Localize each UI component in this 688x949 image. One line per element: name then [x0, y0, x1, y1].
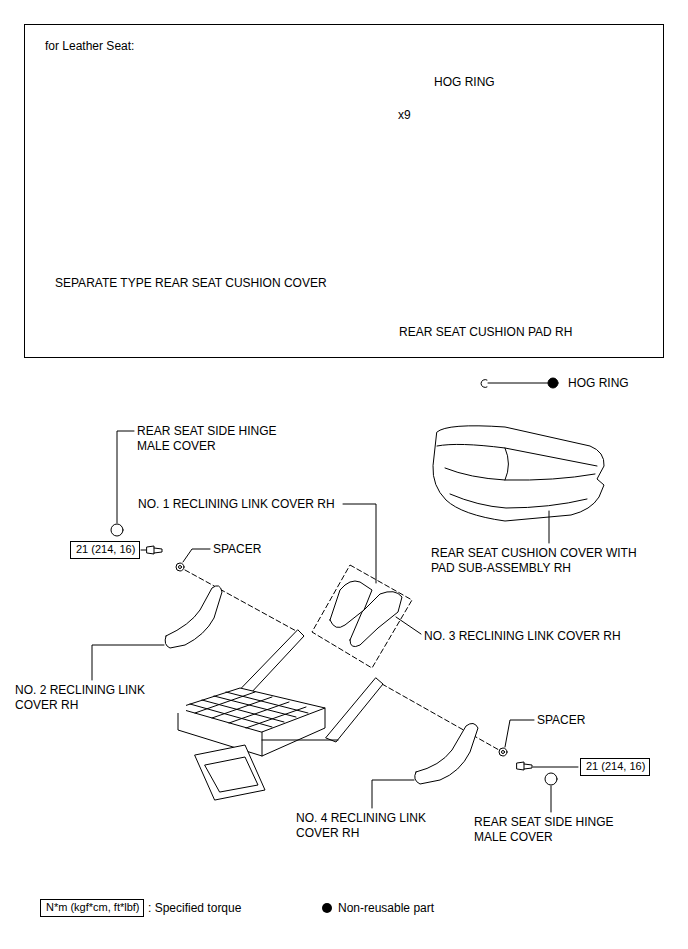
part-label: NO. 2 RECLINING LINK COVER RH — [14, 683, 186, 713]
part-label: HOG RING — [567, 376, 630, 391]
part-label: REAR SEAT SIDE HINGE MALE COVER — [473, 815, 625, 845]
part-label: NO. 3 RECLINING LINK COVER RH — [423, 629, 622, 644]
link-cover — [350, 592, 402, 647]
part-label: REAR SEAT CUSHION PAD RH — [398, 325, 573, 340]
link-cover — [165, 586, 222, 648]
part-label: REAR SEAT SIDE HINGE MALE COVER — [136, 424, 288, 454]
legend-text: : Specified torque — [148, 901, 241, 916]
group-heading: for Leather Seat: — [45, 39, 134, 54]
legend-box: N*m (kgf*cm, ft*lbf) — [40, 899, 144, 917]
bolt — [147, 546, 162, 554]
part-label: NO. 1 RECLINING LINK COVER RH — [137, 497, 336, 512]
torque-value: N*m (kgf*cm, ft*lbf) — [46, 901, 140, 915]
hinge-cover — [111, 524, 123, 536]
spacer — [176, 563, 184, 571]
link-cover — [415, 723, 478, 784]
spacer — [499, 748, 507, 756]
part-label: NO. 4 RECLINING LINK COVER RH — [295, 811, 467, 841]
hog-ring-symbol — [481, 380, 487, 388]
part-label: SPACER — [536, 713, 586, 728]
hinge-cover — [545, 773, 557, 785]
quantity-label: x9 — [397, 108, 412, 123]
legend-text: Non-reusable part — [338, 901, 434, 916]
part-label: REAR SEAT CUSHION COVER WITH PAD SUB-ASS… — [430, 546, 650, 576]
torque-value: 21 (214, 16) — [76, 543, 135, 557]
torque-box: 21 (214, 16) — [580, 758, 650, 776]
part-label: SEPARATE TYPE REAR SEAT CUSHION COVER — [54, 276, 328, 291]
seat-frame-drawing — [178, 630, 383, 800]
torque-box: 21 (214, 16) — [70, 541, 140, 559]
group-outline — [312, 565, 412, 668]
bolt — [517, 762, 532, 770]
part-label: HOG RING — [433, 75, 496, 90]
cover-with-pad-drawing — [433, 426, 604, 521]
legend-swatch — [322, 903, 332, 913]
torque-value: 21 (214, 16) — [586, 760, 645, 774]
part-label: SPACER — [212, 542, 262, 557]
group-frame: for Leather Seat: — [24, 24, 664, 358]
non-reusable-dot — [548, 378, 558, 388]
